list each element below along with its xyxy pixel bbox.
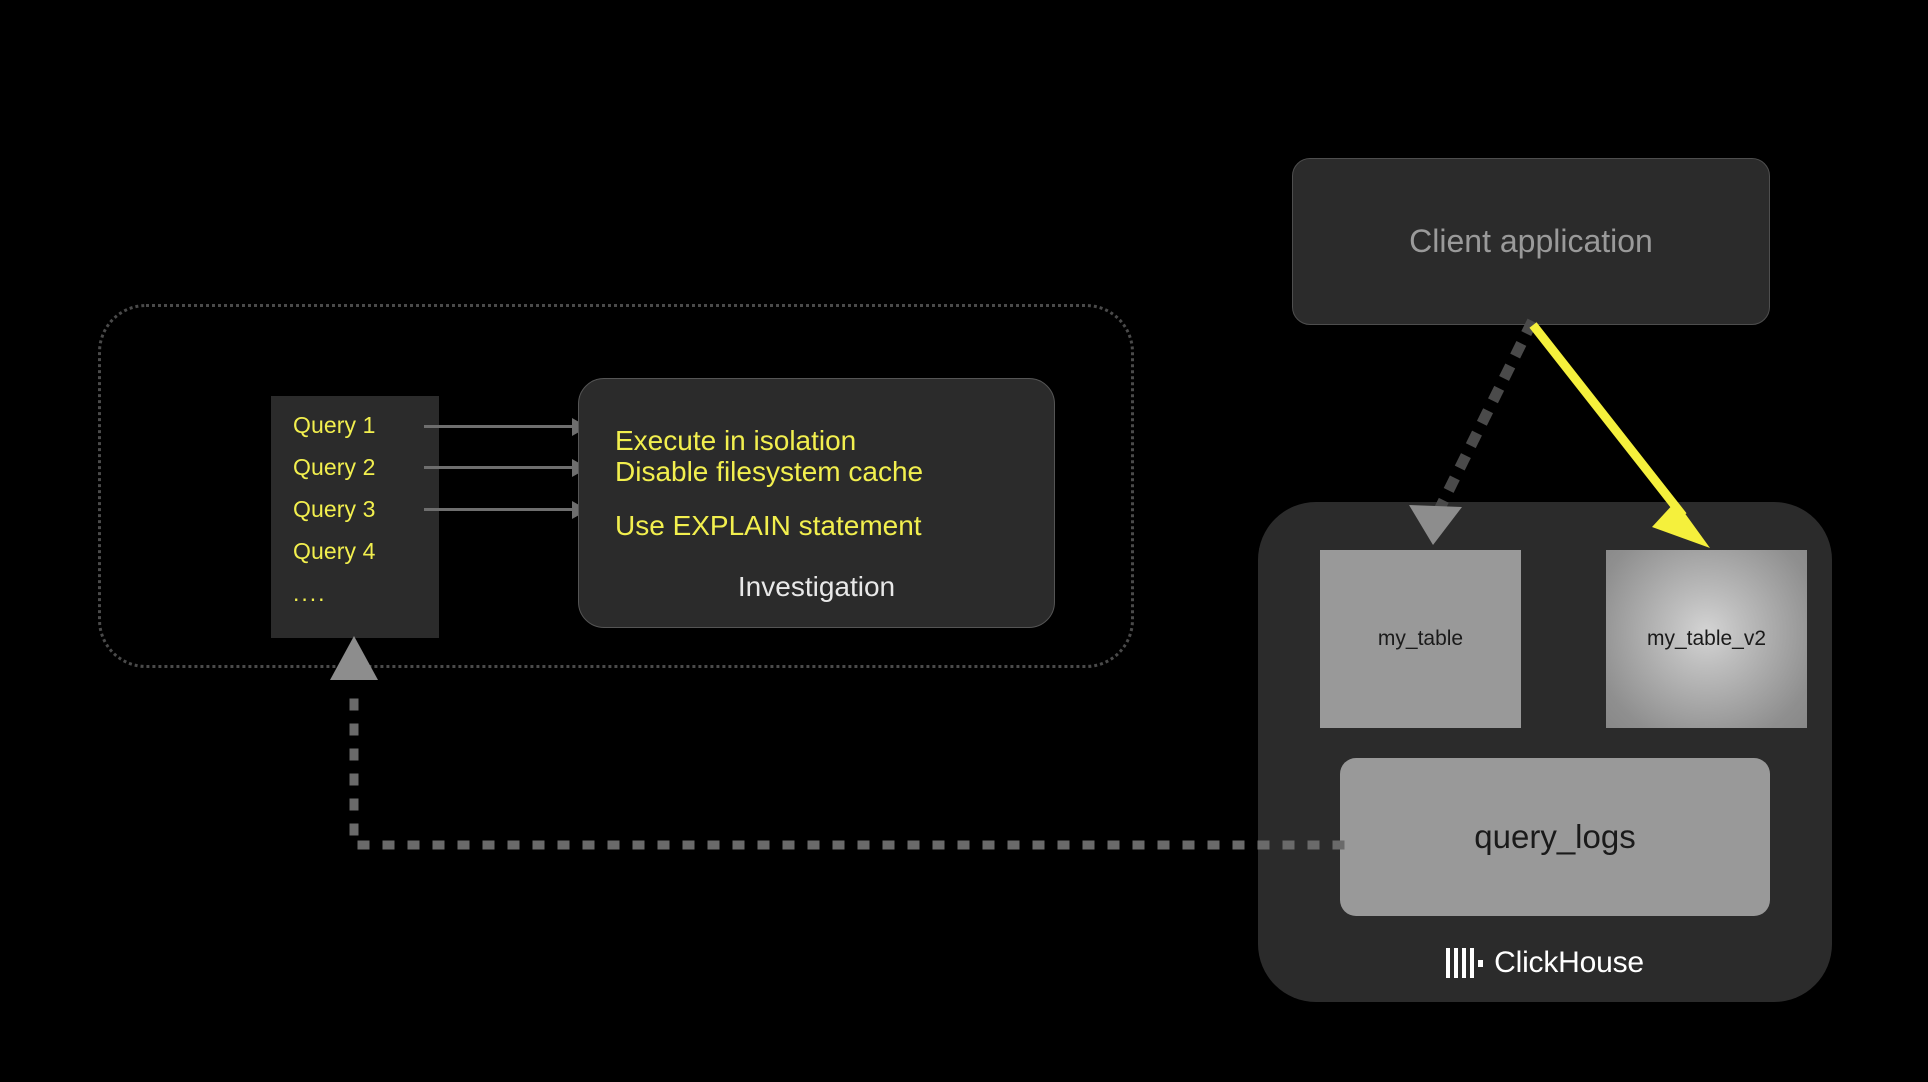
table-box-my-table: my_table [1320,550,1521,728]
arrow-query-2 [424,459,588,477]
investigation-group-container [98,304,1134,668]
investigation-card-title: Investigation [737,571,896,602]
table-label-my-table: my_table [1377,627,1464,650]
investigation-tip-2: Disable filesystem cache [615,456,924,488]
clickhouse-wordmark: ClickHouse [1494,946,1644,979]
client-application-label: Client application [1409,223,1653,259]
investigation-tip-1: Execute in isolation [615,425,857,456]
query-logs-box: query_logs [1340,758,1770,916]
query-list-item-1: Query 1 [293,412,376,438]
client-application-box: Client application [1292,158,1770,325]
investigation-tips: Execute in isolation Disable filesystem … [615,425,923,541]
query-list-item-3: Query 3 [293,496,376,522]
arrow-query-3 [424,501,588,519]
arrow-query-1 [424,418,588,436]
query-list-item-4: Query 4 [293,538,376,564]
table-box-my-table-v2: my_table_v2 [1606,550,1807,728]
clickhouse-container: my_table my_table_v2 query_logs ClickHou… [1258,502,1832,1002]
clickhouse-bars-icon [1446,948,1484,978]
query-list-panel: Query 1 Query 2 Query 3 Query 4 .... [271,396,439,638]
clickhouse-logo: ClickHouse [1258,946,1832,980]
investigation-tip-3: Use EXPLAIN statement [615,509,922,541]
query-list-item-more: .... [293,580,327,606]
table-label-my-table-v2: my_table_v2 [1646,627,1767,650]
investigation-card: Execute in isolation Disable filesystem … [578,378,1055,628]
query-logs-label: query_logs [1474,818,1636,855]
query-list-item-2: Query 2 [293,454,376,480]
